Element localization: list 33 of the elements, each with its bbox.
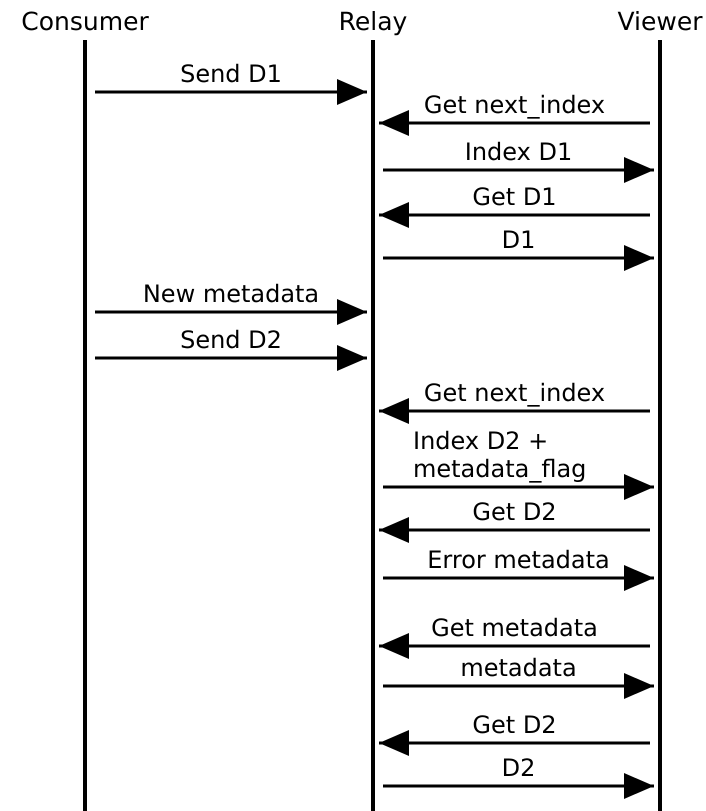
message-label: metadata [459,654,578,682]
arrow [383,157,654,183]
arrow [383,245,654,271]
message-label: D1 [500,226,536,254]
arrow [383,673,654,699]
arrow [95,79,367,105]
participant-label: Relay [338,6,408,38]
message-label: Index D2 + metadata_flag [413,427,588,483]
participant-label: Consumer [20,6,150,38]
message-label: Send D1 [179,60,283,88]
message-label: Error metadata [426,546,611,574]
message-label: New metadata [142,280,320,308]
arrow [379,398,650,424]
message-label: Get metadata [430,614,599,642]
arrow [95,345,367,371]
arrow [95,299,367,325]
arrow [379,517,650,543]
participant-label: Viewer [616,6,704,38]
message-label: Get D2 [471,711,558,739]
message-label: Send D2 [179,326,283,354]
arrow [383,773,654,799]
message-label: Get D2 [471,498,558,526]
arrow [383,474,654,500]
arrow [379,202,650,228]
arrow [379,633,650,659]
message-label: D2 [500,754,536,782]
message-label: Index D1 [464,138,574,166]
arrow [383,565,654,591]
arrow [379,110,650,136]
message-label: Get next_index [422,379,606,407]
message-label: Get next_index [422,91,606,119]
arrow [379,730,650,756]
message-label: Get D1 [471,183,558,211]
